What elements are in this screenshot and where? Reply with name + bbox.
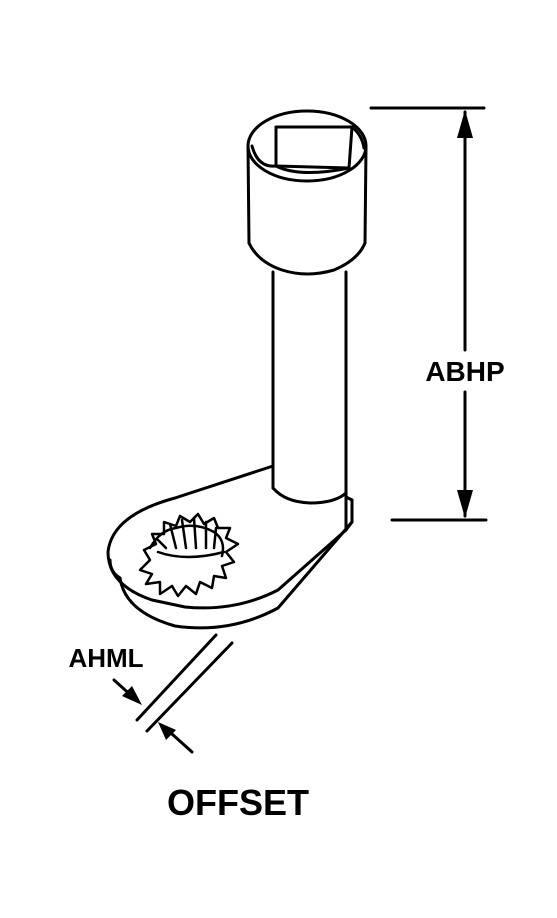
stud-serrations (156, 516, 226, 559)
shaft-bottom-edge (271, 486, 348, 505)
thickness-extension-outer (135, 633, 218, 722)
socket-left-side (246, 144, 251, 245)
thickness-arrow-in-top (122, 686, 142, 705)
shaft (271, 270, 348, 505)
tab-thickness-line (344, 520, 354, 532)
socket-bottom-edge (247, 241, 367, 276)
height-arrow-up (457, 110, 473, 138)
height-dimension: ABHP (369, 106, 505, 522)
socket-inner-wall-right (350, 125, 366, 150)
socket-inner-shadow (274, 164, 351, 175)
tab-left-edge (108, 558, 122, 580)
tab-bottom-edge (118, 520, 354, 630)
star-washer (138, 512, 240, 598)
stud-teeth (148, 524, 225, 558)
thickness-arrow-in-bottom (158, 722, 176, 740)
thickness-dimension-label: AHML (68, 643, 143, 673)
socket-head (246, 109, 368, 276)
thickness-leader-bottom (170, 732, 194, 754)
socket-right-side (363, 144, 368, 245)
part-name-caption: OFFSET (167, 782, 309, 823)
socket-top-rim (246, 109, 368, 183)
height-arrow-down (457, 490, 473, 518)
thickness-extension-inner (145, 641, 234, 733)
tab-top-outline (106, 464, 348, 610)
star-washer-outline (138, 512, 240, 598)
height-dimension-label: ABHP (425, 356, 504, 387)
socket-square-opening (274, 125, 354, 170)
socket-inner-wall (250, 144, 278, 168)
offset-tab (106, 464, 354, 630)
thickness-dimension: AHML (68, 633, 234, 754)
